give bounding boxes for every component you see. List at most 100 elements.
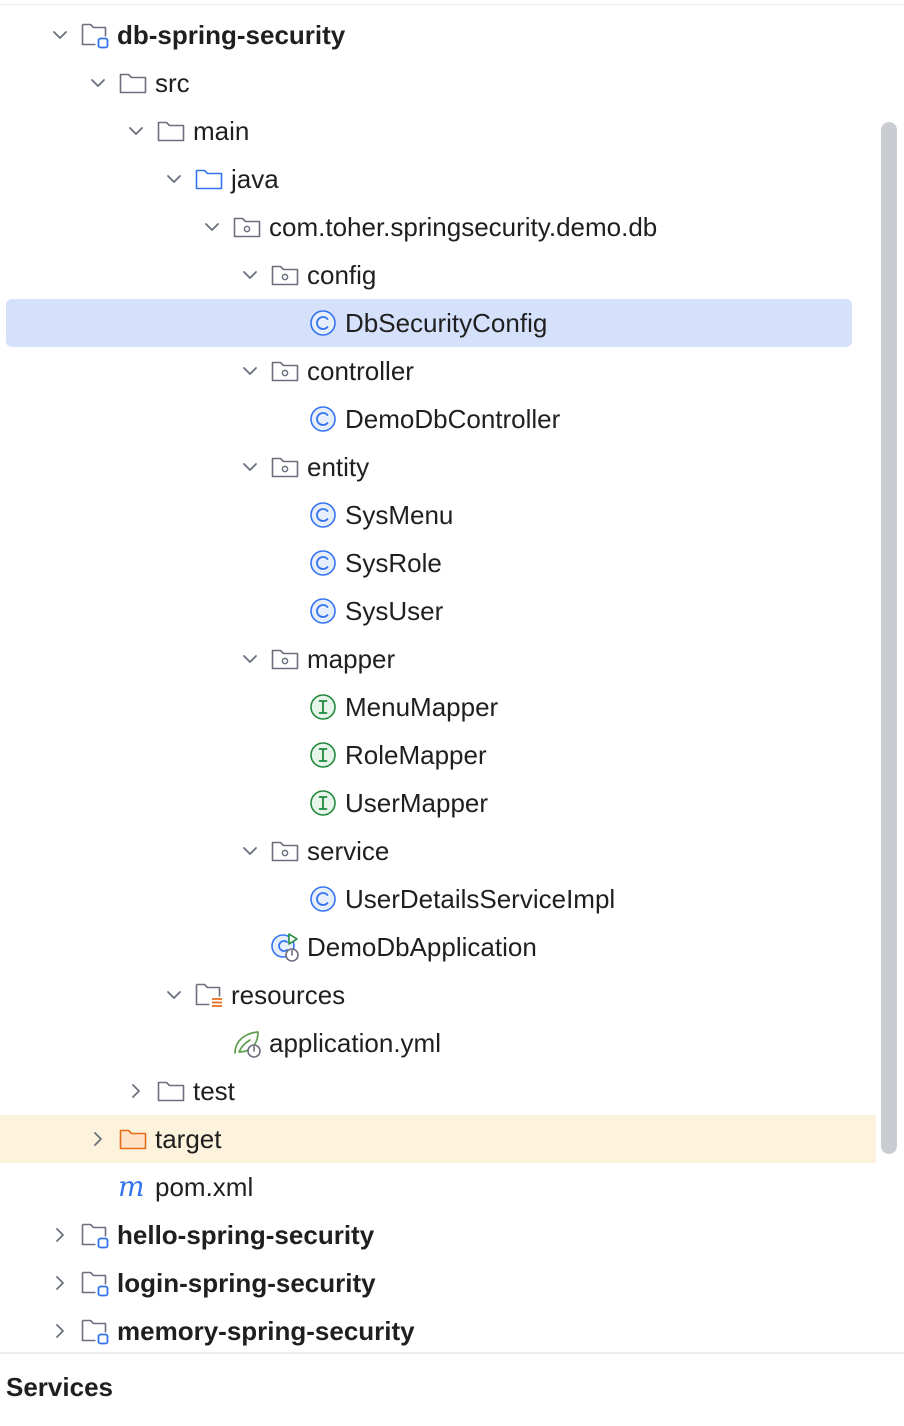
chevron-down-icon[interactable] — [155, 971, 193, 1019]
tree-row[interactable]: DemoDbApplication — [0, 923, 876, 971]
folder-icon — [155, 1067, 193, 1115]
chevron-down-icon[interactable] — [155, 155, 193, 203]
tree-row[interactable]: entity — [0, 443, 876, 491]
chevron-down-icon[interactable] — [231, 635, 269, 683]
tree-row[interactable]: SysRole — [0, 539, 876, 587]
chevron-spacer — [269, 683, 307, 731]
tree-item-label: SysRole — [345, 548, 442, 578]
chevron-down-icon[interactable] — [231, 347, 269, 395]
chevron-right-icon[interactable] — [117, 1067, 155, 1115]
tree-row[interactable]: DemoDbController — [0, 395, 876, 443]
folder-icon — [117, 59, 155, 107]
tree-item-label: target — [155, 1124, 222, 1154]
tree-row[interactable]: DbSecurityConfig — [0, 299, 876, 347]
source-folder-icon — [193, 155, 231, 203]
tree-item-label: test — [193, 1076, 235, 1106]
tree-item-label: DemoDbController — [345, 404, 561, 434]
module-icon — [79, 1259, 117, 1307]
tree-row[interactable]: application.yml — [0, 1019, 876, 1067]
chevron-down-icon[interactable] — [231, 251, 269, 299]
folder-icon — [155, 107, 193, 155]
tree-row[interactable]: db-spring-security — [0, 11, 876, 59]
tree-item-label: SysUser — [345, 596, 444, 626]
tree-item-label: RoleMapper — [345, 740, 487, 770]
tree-item-label: memory-spring-security — [117, 1316, 415, 1346]
chevron-down-icon[interactable] — [193, 203, 231, 251]
chevron-spacer — [269, 491, 307, 539]
tree-row[interactable]: service — [0, 827, 876, 875]
tree-item-label: com.toher.springsecurity.demo.db — [269, 212, 658, 242]
svg-text:m: m — [118, 1171, 145, 1203]
chevron-spacer — [231, 923, 269, 971]
chevron-spacer — [269, 299, 307, 347]
chevron-spacer — [269, 731, 307, 779]
chevron-down-icon[interactable] — [231, 827, 269, 875]
services-divider — [0, 1352, 904, 1354]
tree-row[interactable]: controller — [0, 347, 876, 395]
package-icon — [269, 635, 307, 683]
chevron-down-icon[interactable] — [79, 59, 117, 107]
chevron-down-icon[interactable] — [41, 11, 79, 59]
tree-item-label: MenuMapper — [345, 692, 499, 722]
tree-item-label: main — [193, 116, 250, 146]
interface-icon — [307, 683, 345, 731]
chevron-right-icon[interactable] — [41, 1307, 79, 1355]
chevron-spacer — [269, 395, 307, 443]
interface-icon — [307, 731, 345, 779]
package-icon — [231, 203, 269, 251]
tree-row[interactable]: hello-spring-security — [0, 1211, 876, 1259]
tree-item-label: resources — [231, 980, 346, 1010]
module-icon — [79, 1211, 117, 1259]
tree-item-label: UserMapper — [345, 788, 489, 818]
chevron-right-icon[interactable] — [41, 1259, 79, 1307]
class-icon — [307, 587, 345, 635]
tree-item-label: hello-spring-security — [117, 1220, 375, 1250]
tree-item-label: config — [307, 260, 377, 290]
tree-row[interactable]: com.toher.springsecurity.demo.db — [0, 203, 876, 251]
chevron-spacer — [269, 779, 307, 827]
tree-item-label: DbSecurityConfig — [345, 308, 548, 338]
tree-item-label: pom.xml — [155, 1172, 254, 1202]
module-icon — [79, 11, 117, 59]
chevron-spacer — [193, 1019, 231, 1067]
services-panel-title[interactable]: Services — [6, 1372, 113, 1402]
tree-row[interactable]: memory-spring-security — [0, 1307, 876, 1355]
package-icon — [269, 443, 307, 491]
tree-row[interactable]: target — [0, 1115, 876, 1163]
tree-item-label: SysMenu — [345, 500, 454, 530]
package-icon — [269, 347, 307, 395]
tree-row[interactable]: src — [0, 59, 876, 107]
tree-row[interactable]: m pom.xml — [0, 1163, 876, 1211]
tree-row[interactable]: MenuMapper — [0, 683, 876, 731]
chevron-right-icon[interactable] — [41, 1211, 79, 1259]
module-icon — [79, 1307, 117, 1355]
tree-row[interactable]: config — [0, 251, 876, 299]
project-tree[interactable]: db-spring-security src main java com.toher.s… — [0, 0, 904, 1350]
top-border — [0, 4, 904, 5]
tree-item-label: controller — [307, 356, 414, 386]
tree-row[interactable]: login-spring-security — [0, 1259, 876, 1307]
spring-boot-app-icon — [269, 923, 307, 971]
tree-row[interactable]: UserMapper — [0, 779, 876, 827]
chevron-down-icon[interactable] — [231, 443, 269, 491]
tree-item-label: service — [307, 836, 390, 866]
tree-row[interactable]: resources — [0, 971, 876, 1019]
tree-row[interactable]: SysUser — [0, 587, 876, 635]
tree-item-label: DemoDbApplication — [307, 932, 537, 962]
tree-row[interactable]: UserDetailsServiceImpl — [0, 875, 876, 923]
spring-config-icon — [231, 1019, 269, 1067]
chevron-spacer — [269, 539, 307, 587]
maven-icon: m — [117, 1163, 155, 1211]
vertical-scrollbar[interactable] — [881, 122, 897, 1154]
tree-row[interactable]: mapper — [0, 635, 876, 683]
class-icon — [307, 875, 345, 923]
tree-item-label: login-spring-security — [117, 1268, 376, 1298]
chevron-right-icon[interactable] — [79, 1115, 117, 1163]
tree-row[interactable]: java — [0, 155, 876, 203]
tree-row[interactable]: SysMenu — [0, 491, 876, 539]
tree-row[interactable]: RoleMapper — [0, 731, 876, 779]
tree-row[interactable]: test — [0, 1067, 876, 1115]
tree-row[interactable]: main — [0, 107, 876, 155]
tree-item-label: db-spring-security — [117, 20, 346, 50]
chevron-down-icon[interactable] — [117, 107, 155, 155]
